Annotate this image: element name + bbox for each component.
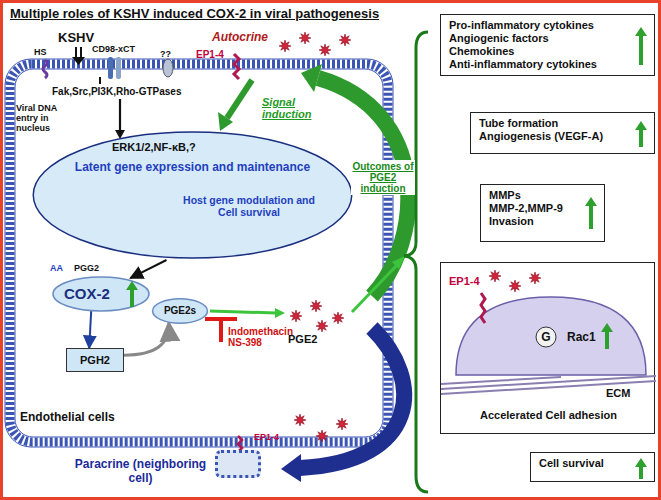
annotation-label: HS — [34, 47, 56, 57]
node-text: EP1-4 — [449, 275, 489, 287]
hs-receptor — [43, 60, 47, 78]
pge2-star — [294, 414, 306, 426]
enzyme-ellipse: PGE2s — [152, 298, 208, 324]
node-text: COX-2 — [64, 285, 122, 302]
pge2-star — [529, 272, 541, 284]
signal-induction-arrow — [227, 80, 252, 118]
cell-body: Endothelial cells Latent gene expression … — [10, 64, 388, 442]
entry-arrow — [76, 47, 81, 58]
outcome-arrow — [352, 264, 398, 312]
node-text: Cell survival — [539, 457, 626, 470]
annotation-label: Outcomes of PGE2 induction — [351, 160, 415, 195]
outcome-brace — [404, 32, 428, 492]
enzyme-ellipse: COX-2 — [52, 276, 150, 312]
outcome-box: MMPsMMP-2,MMP-9Invasion — [480, 184, 605, 242]
node-text: ECM — [606, 387, 646, 399]
ep-receptor — [234, 54, 239, 79]
unknown-receptor — [163, 59, 173, 77]
annotation-label: KSHV — [58, 30, 108, 45]
adhesion-box: EP1-4G Rac1Accelerated Cell adhesion ECM — [440, 262, 655, 434]
pge2-star — [316, 320, 328, 332]
pathway-arrow — [89, 311, 91, 348]
annotation-label: ?? — [160, 49, 180, 59]
node-text: MMPs — [489, 189, 576, 202]
node-text: Invasion — [489, 215, 576, 228]
node-text: G — [540, 330, 552, 344]
annotation-label: CD98-xCT — [92, 44, 154, 54]
paracrine-arrowhead — [281, 454, 301, 482]
outcome-box: Tube formationAngiogenesis (VEGF-A) — [470, 112, 655, 154]
outcome-box: Cell survival — [530, 452, 655, 482]
annotation-label: Signal induction — [262, 96, 340, 120]
pge2-star — [310, 300, 322, 312]
node-text: Latent gene expression and maintenance — [60, 160, 325, 174]
entry-arrowhead — [72, 57, 85, 65]
pge2-star — [316, 430, 328, 442]
node-shape — [441, 263, 654, 433]
cd98-receptor — [108, 57, 113, 79]
pge2-star — [299, 32, 311, 44]
node-text: Endothelial cells — [20, 410, 160, 424]
cell-membrane — [10, 64, 388, 442]
release-arrowhead — [275, 308, 285, 318]
node-text: Rac1 — [567, 330, 603, 344]
pge2-star — [509, 280, 521, 292]
pathway-arrow — [130, 260, 166, 278]
annotation-label: ERK1/2,NF-κB,? — [112, 141, 222, 153]
node-text: MMP-2,MMP-9 — [489, 202, 576, 215]
node-text: Paracrine (neighboring cell) — [73, 457, 208, 485]
xct-receptor — [116, 57, 121, 79]
annotation-label: Fak,Src,PI3K,Rho-GTPases — [52, 86, 212, 97]
node-text: Accelerated Cell adhesion — [456, 409, 641, 421]
signal-arrow — [119, 99, 121, 132]
pathway-arrow — [124, 323, 169, 356]
outcome-box: Pro-inflammatory cytokinesAngiogenic fac… — [440, 14, 655, 76]
figure-title: Multiple roles of KSHV induced COX-2 in … — [10, 6, 379, 21]
cell-membrane-outer — [5, 59, 393, 447]
neighbor-cell: Paracrine (neighboring cell) — [215, 450, 261, 478]
cell-membrane-inner — [15, 69, 383, 437]
node-text: Angiogenic factors — [449, 32, 626, 45]
node-text: PGH2 — [67, 354, 123, 366]
pge2-star — [489, 270, 501, 282]
pge2-star — [332, 312, 344, 324]
pge2-star — [319, 44, 331, 56]
annotation-label: PGE2 — [288, 333, 324, 345]
annotation-label: EP1-4 — [196, 49, 232, 60]
node-text: PGE2s — [152, 305, 208, 316]
pge2-star — [279, 40, 291, 52]
outcome-arrowhead — [392, 256, 405, 269]
node-text: Angiogenesis (VEGF-A) — [479, 130, 626, 143]
signal-induction-arrowhead — [218, 112, 233, 131]
paracrine-arrow — [300, 328, 404, 468]
annotation-label: Autocrine — [212, 30, 282, 44]
node-text: Pro-inflammatory cytokines — [449, 19, 626, 32]
release-arrow — [210, 311, 276, 313]
node-text: Chemokines — [449, 45, 626, 58]
annotation-label: Viral DNA entry in nucleus — [16, 103, 78, 133]
node-text: Host gene modulation and Cell survival — [180, 194, 318, 218]
node-text: Tube formation — [479, 117, 626, 130]
node-text: Anti-inflammatory cytokines — [449, 58, 626, 71]
pge2-star — [336, 418, 348, 430]
annotation-label: AA — [50, 263, 70, 273]
annotation-label: PGG2 — [74, 263, 108, 273]
autocrine-arrowhead — [301, 64, 322, 92]
product-box: PGH2 — [66, 348, 124, 372]
annotation-label: EP1-4 — [254, 432, 288, 442]
pge2-star — [290, 310, 302, 322]
signal-arrow — [99, 77, 101, 84]
pge2-star — [339, 34, 351, 46]
